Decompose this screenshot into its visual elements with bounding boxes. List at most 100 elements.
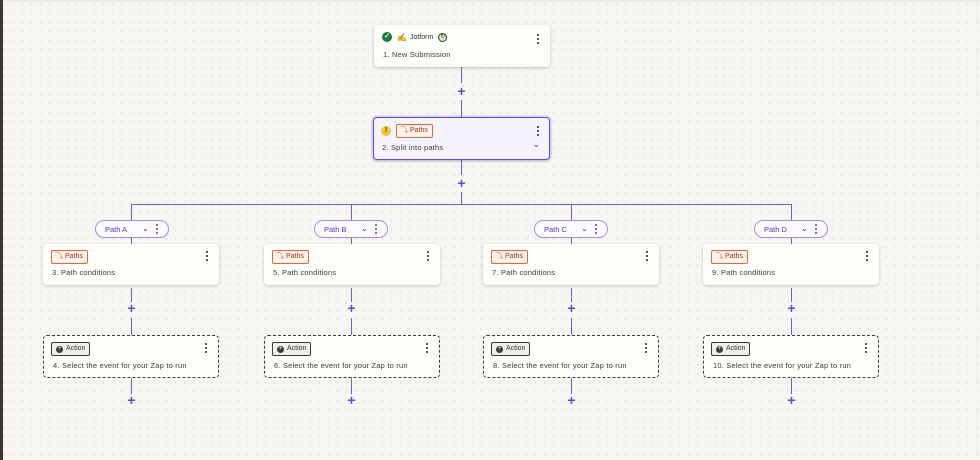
- action-plus-icon: +: [716, 345, 723, 353]
- chevron-down-icon[interactable]: ⌄: [532, 139, 540, 149]
- warning-icon: !: [381, 126, 391, 136]
- path-conditions-card[interactable]: ⤵Paths 3. Path conditions: [43, 244, 219, 285]
- app-name: Paths: [286, 253, 304, 260]
- connector-line: [571, 318, 572, 335]
- card-header: ⤵Paths: [272, 250, 309, 264]
- action-step-card[interactable]: +Action 8. Select the event for your Zap …: [483, 335, 659, 378]
- action-badge: +Action: [51, 342, 91, 356]
- paths-badge: ⤵Paths: [711, 250, 748, 264]
- app-name: Paths: [65, 253, 83, 260]
- path-pill-d[interactable]: Path D ⌄: [754, 220, 828, 238]
- path-pill-a[interactable]: Path A⌄: [95, 220, 169, 238]
- step-title: 3. Path conditions: [52, 268, 116, 277]
- action-plus-icon: +: [56, 345, 63, 353]
- action-badge: +Action: [711, 342, 751, 356]
- left-edge-bar: [0, 0, 3, 460]
- add-step-plus-icon[interactable]: +: [457, 83, 466, 99]
- add-step-plus-icon[interactable]: +: [457, 175, 466, 191]
- card-header: +Action: [272, 342, 312, 356]
- step-title: 8. Select the event for your Zap to run: [493, 361, 627, 370]
- trigger-card-header: ✓ ✍ Jotform ↻: [382, 32, 448, 42]
- step-title: 5. Path conditions: [273, 268, 337, 277]
- connector-line: [571, 288, 572, 302]
- step-title: 7. Path conditions: [492, 268, 556, 277]
- path-conditions-card[interactable]: ⤵Paths 7. Path conditions: [483, 244, 659, 285]
- step-title: 2. Split into paths: [382, 143, 444, 152]
- app-name: Action: [506, 345, 526, 352]
- add-step-plus-icon[interactable]: +: [567, 392, 576, 408]
- add-step-plus-icon[interactable]: +: [787, 300, 796, 316]
- action-plus-icon: +: [496, 345, 503, 353]
- top-edge-line: [3, 0, 980, 2]
- app-name: Action: [726, 345, 746, 352]
- card-header: +Action: [51, 342, 91, 356]
- paths-badge: ⤵Paths: [491, 250, 528, 264]
- more-options-icon[interactable]: [535, 33, 541, 45]
- action-badge: +Action: [272, 342, 312, 356]
- connector-line: [791, 378, 792, 394]
- app-name: Jotform: [409, 33, 434, 41]
- connector-line: [351, 378, 352, 394]
- trigger-step-card[interactable]: ✓ ✍ Jotform ↻ 1. New Submission: [374, 25, 550, 67]
- action-step-card[interactable]: +Action 10. Select the event for your Zap…: [703, 335, 879, 378]
- action-badge: +Action: [491, 342, 531, 356]
- more-options-icon[interactable]: [425, 250, 431, 262]
- split-paths-step-card[interactable]: ! ⤵ Paths 2. Split into paths ⌄: [373, 117, 550, 160]
- card-header: +Action: [491, 342, 531, 356]
- step-title: 1. New Submission: [383, 50, 451, 59]
- path-conditions-card[interactable]: ⤵Paths 9. Path conditions: [703, 244, 879, 285]
- paths-badge: ⤵ Paths: [396, 124, 433, 138]
- swap-app-icon[interactable]: ↻: [438, 32, 448, 42]
- path-label: Path D: [764, 225, 787, 234]
- paths-icon: ⤵: [716, 253, 723, 260]
- card-header: ⤵Paths: [51, 250, 88, 264]
- add-step-plus-icon[interactable]: +: [787, 392, 796, 408]
- more-options-icon[interactable]: [424, 342, 430, 354]
- step-title: 4. Select the event for your Zap to run: [53, 361, 187, 370]
- add-step-plus-icon[interactable]: +: [127, 392, 136, 408]
- step-title: 10. Select the event for your Zap to run: [713, 361, 852, 370]
- connector-line: [351, 318, 352, 335]
- more-options-icon[interactable]: [863, 342, 869, 354]
- app-name: Paths: [725, 253, 743, 260]
- more-options-icon[interactable]: [204, 250, 210, 262]
- more-options-icon[interactable]: [644, 250, 650, 262]
- add-step-plus-icon[interactable]: +: [127, 300, 136, 316]
- check-circle-icon: ✓: [382, 32, 392, 42]
- connector-line: [461, 192, 462, 204]
- add-step-plus-icon[interactable]: +: [347, 300, 356, 316]
- connector-line: [131, 378, 132, 394]
- path-pill-b[interactable]: Path B⌄: [314, 220, 388, 238]
- chevron-down-icon[interactable]: ⌄: [361, 224, 368, 233]
- paths-icon: ⤵: [277, 253, 284, 260]
- more-options-icon[interactable]: [594, 224, 598, 234]
- app-name: Paths: [410, 127, 428, 134]
- path-conditions-card[interactable]: ⤵Paths 5. Path conditions: [264, 244, 440, 285]
- more-options-icon[interactable]: [864, 250, 870, 262]
- paths-icon: ⤵: [401, 127, 408, 134]
- connector-line: [351, 288, 352, 302]
- step-title: 6. Select the event for your Zap to run: [274, 361, 408, 370]
- action-step-card[interactable]: +Action 6. Select the event for your Zap …: [264, 335, 440, 378]
- chevron-down-icon[interactable]: ⌄: [142, 224, 149, 233]
- add-step-plus-icon[interactable]: +: [567, 300, 576, 316]
- connector-line: [571, 378, 572, 394]
- more-options-icon[interactable]: [535, 125, 541, 137]
- chevron-down-icon[interactable]: ⌄: [801, 224, 808, 233]
- more-options-icon[interactable]: [374, 224, 378, 234]
- path-pill-c[interactable]: Path C⌄: [534, 220, 608, 238]
- more-options-icon[interactable]: [203, 342, 209, 354]
- more-options-icon[interactable]: [643, 342, 649, 354]
- more-options-icon[interactable]: [155, 224, 159, 234]
- step-title: 9. Path conditions: [712, 268, 776, 277]
- card-header: ⤵Paths: [711, 250, 748, 264]
- connector-line: [461, 160, 462, 175]
- chevron-down-icon[interactable]: ⌄: [581, 224, 588, 233]
- more-options-icon[interactable]: [814, 224, 818, 234]
- card-header: +Action: [711, 342, 751, 356]
- app-name: Action: [66, 345, 86, 352]
- action-plus-icon: +: [277, 345, 284, 353]
- add-step-plus-icon[interactable]: +: [347, 392, 356, 408]
- branch-horizontal-line: [131, 204, 792, 205]
- action-step-card[interactable]: +Action 4. Select the event for your Zap …: [43, 335, 219, 378]
